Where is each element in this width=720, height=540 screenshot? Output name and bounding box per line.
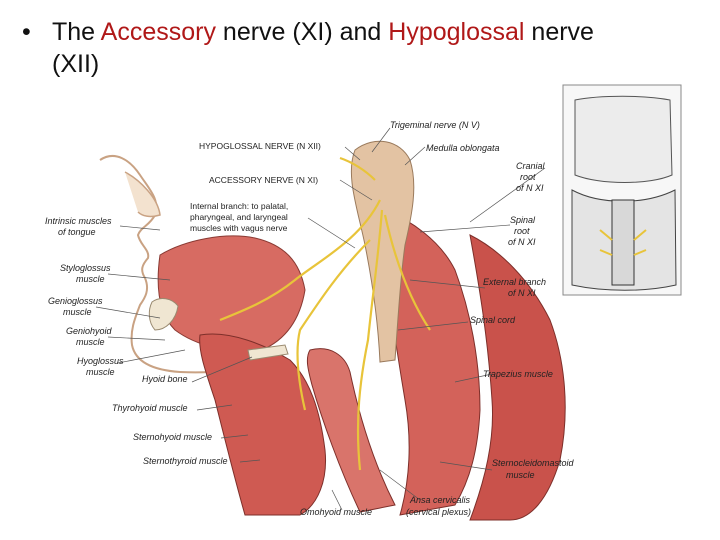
title-hypoglossal: Hypoglossal	[388, 18, 525, 46]
label-spinal-root-1: Spinal	[510, 215, 536, 225]
label-geniohyoid-1: Geniohyoid	[66, 326, 113, 336]
label-internal-branch-1: Internal branch: to palatal,	[190, 201, 288, 211]
label-spinal-cord: Spinal cord	[470, 315, 516, 325]
label-hyoglossus-1: Hyoglossus	[77, 356, 124, 366]
label-medulla: Medulla oblongata	[426, 143, 500, 153]
title-text-3: nerve	[524, 18, 594, 46]
face-profile	[99, 155, 226, 374]
label-sternocleido-2: muscle	[506, 470, 535, 480]
label-styloglossus-2: muscle	[76, 274, 105, 284]
sternocleidomastoid-muscle	[384, 209, 481, 516]
title-text-2: nerve (XI) and	[215, 18, 389, 46]
trapezius-muscle	[469, 234, 566, 521]
label-genioglossus-2: muscle	[63, 307, 92, 317]
label-accessory: ACCESSORY NERVE (N XI)	[209, 175, 318, 185]
label-styloglossus-1: Styloglossus	[60, 263, 111, 273]
label-ansa-2: (cervical plexus)	[406, 507, 471, 517]
label-cranial-root-1: Cranial	[516, 161, 546, 171]
omohyoid-muscle	[306, 348, 396, 513]
title-accessory: Accessory	[100, 18, 216, 46]
label-hypoglossal: HYPOGLOSSAL NERVE (N XII)	[199, 141, 321, 151]
label-external-branch-2: of N XI	[508, 288, 536, 298]
label-internal-branch-3: muscles with vagus nerve	[190, 223, 288, 233]
label-spinal-root-3: of N XI	[508, 237, 536, 247]
title-text-1: The	[52, 18, 101, 46]
label-thyrohyoid: Thyrohyoid muscle	[112, 403, 188, 413]
label-internal-branch-2: pharyngeal, and laryngeal	[190, 212, 288, 222]
slide-title: • The Accessory nerve (XI) and Hypoglossa…	[22, 16, 702, 80]
label-spinal-root-2: root	[514, 226, 530, 236]
neck-muscles	[199, 333, 327, 516]
label-omohyoid: Omohyoid muscle	[300, 507, 372, 517]
label-trapezius: Trapezius muscle	[483, 369, 553, 379]
label-genioglossus-1: Genioglossus	[48, 296, 103, 306]
tongue-muscles	[157, 235, 306, 352]
label-external-branch-1: External branch	[483, 277, 546, 287]
nose-outline	[124, 171, 161, 218]
brain-inset	[562, 84, 682, 296]
bullet: •	[22, 18, 31, 46]
label-hyoid-bone: Hyoid bone	[142, 374, 188, 384]
label-geniohyoid-2: muscle	[76, 337, 105, 347]
hyoid-bone	[247, 344, 289, 361]
label-hyoglossus-2: muscle	[86, 367, 115, 377]
label-intrinsic-1: Intrinsic muscles	[45, 216, 112, 226]
label-sternothyroid: Sternothyroid muscle	[143, 456, 228, 466]
label-cranial-root-3: of N XI	[516, 183, 544, 193]
label-ansa-1: Ansa cervicalis	[409, 495, 471, 505]
nerve-paths	[219, 156, 431, 471]
label-cranial-root-2: root	[520, 172, 536, 182]
label-sternocleido-1: Sternocleidomastoid	[492, 458, 575, 468]
label-intrinsic-2: of tongue	[58, 227, 96, 237]
leader-lines	[95, 127, 546, 511]
label-sternohyoid: Sternohyoid muscle	[133, 432, 212, 442]
label-trigeminal: Trigeminal nerve (N V)	[390, 120, 480, 130]
title-line-2: (XII)	[52, 50, 100, 78]
